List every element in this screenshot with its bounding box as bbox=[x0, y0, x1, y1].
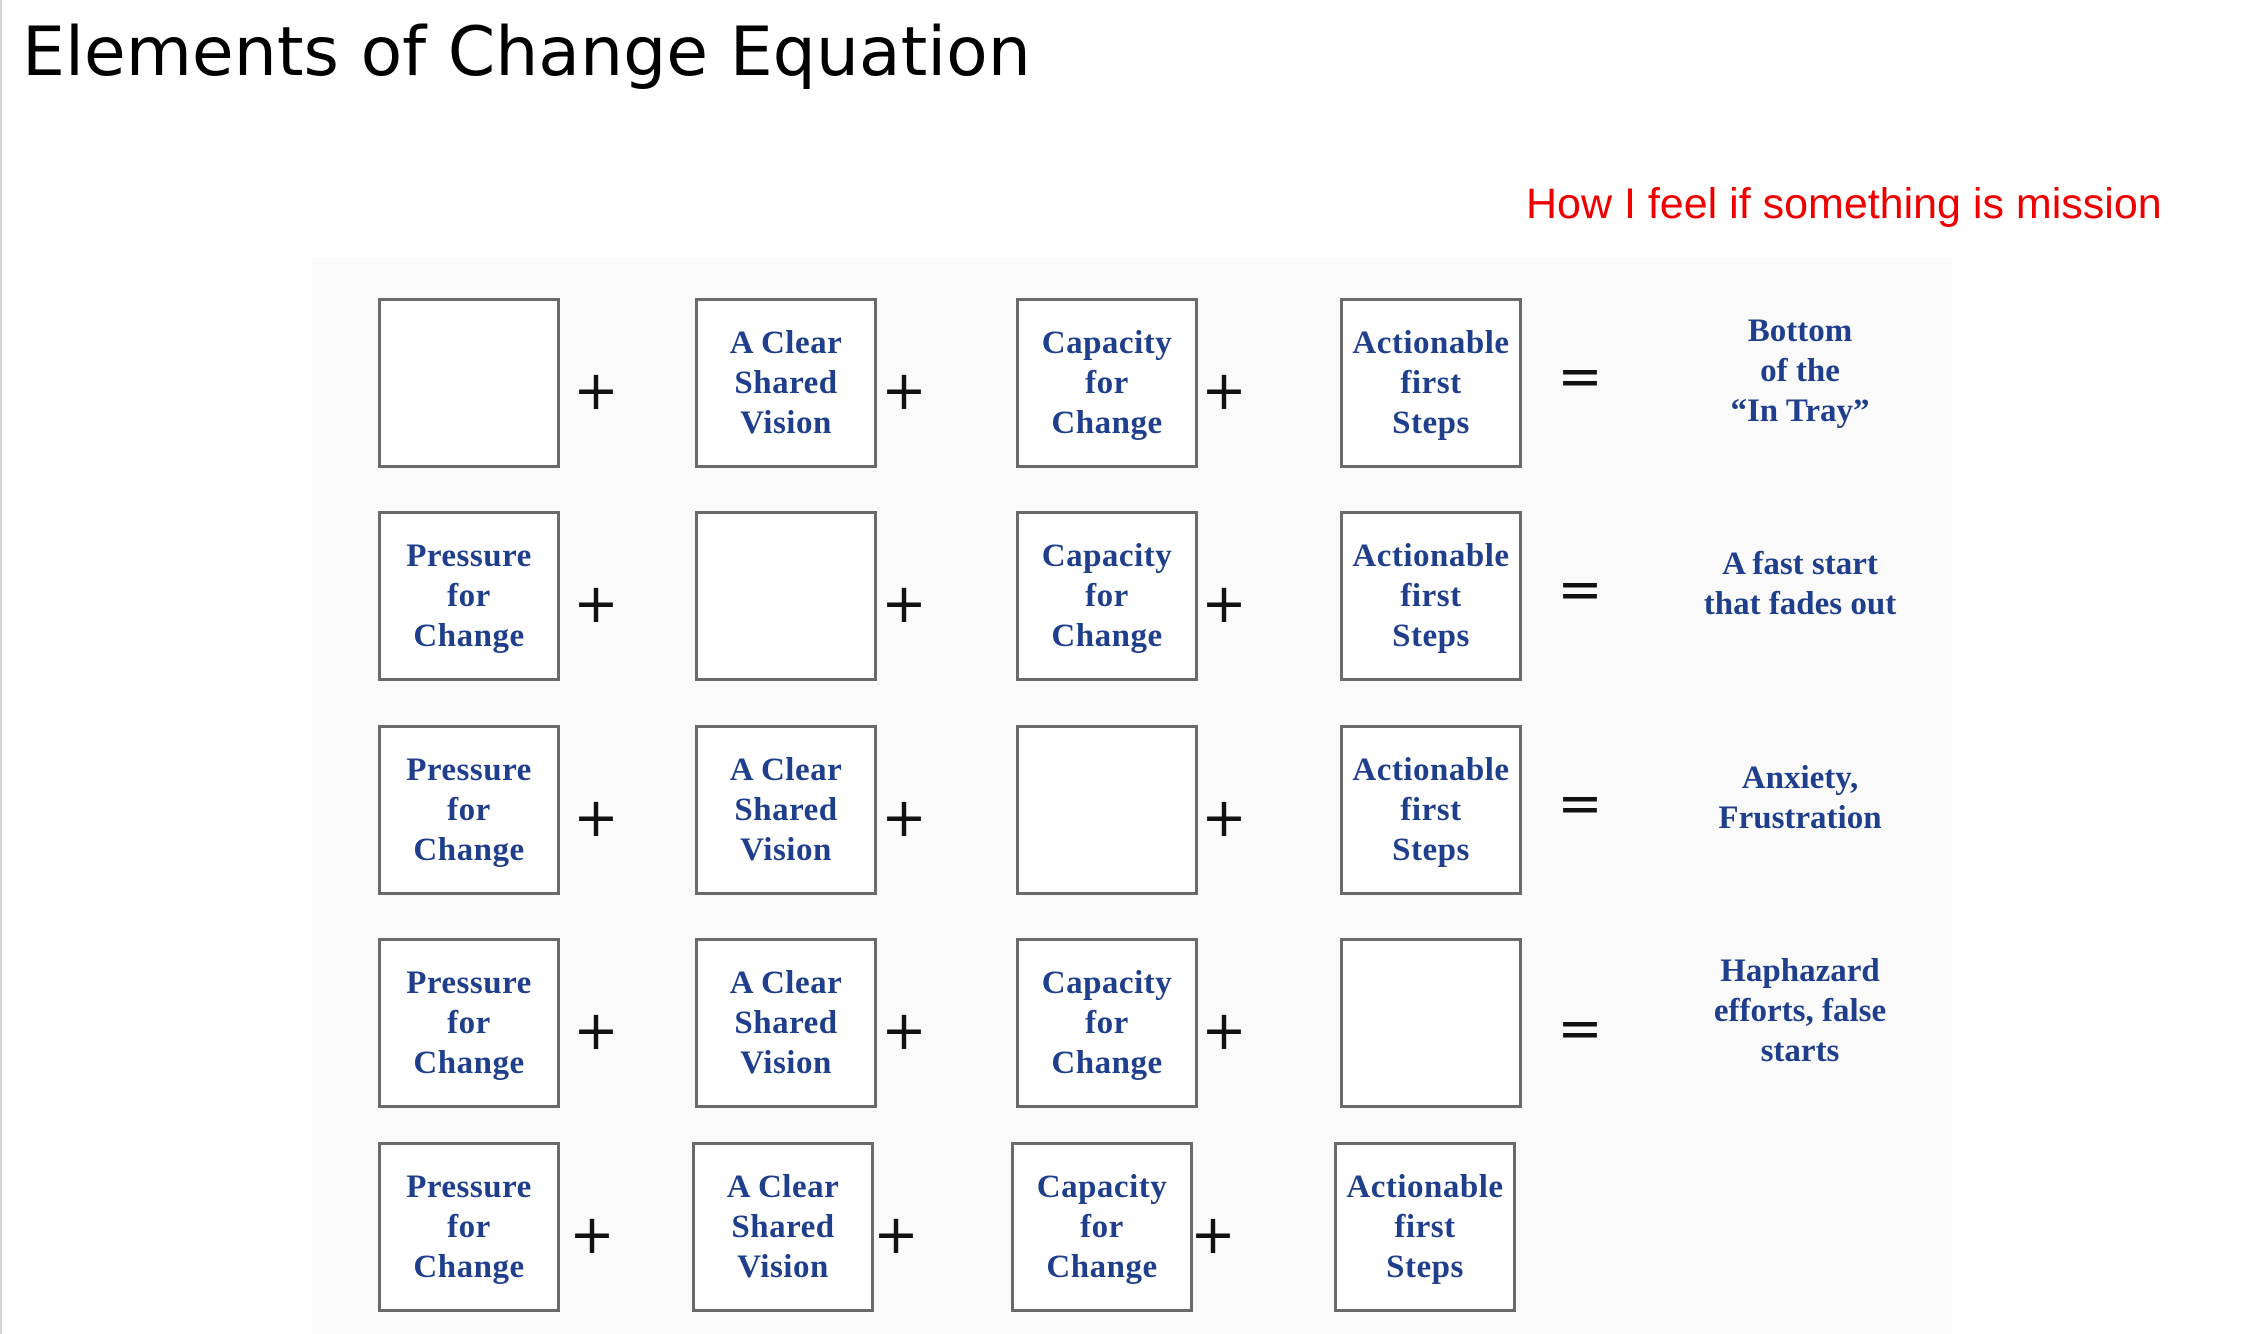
plus-operator: + bbox=[1201, 359, 1247, 422]
plus-operator: + bbox=[569, 1203, 615, 1266]
element-label: A Clear Shared Vision bbox=[726, 1169, 840, 1285]
element-box-steps: Actionable first Steps bbox=[1334, 1142, 1516, 1312]
equals-operator: = bbox=[1557, 558, 1603, 621]
element-box-capacity: Capacity for Change bbox=[1016, 938, 1198, 1108]
element-box-vision: A Clear Shared Vision bbox=[695, 725, 877, 895]
element-box-vision: A Clear Shared Vision bbox=[692, 1142, 874, 1312]
slide-title: Elements of Change Equation bbox=[22, 13, 1031, 92]
element-label: Actionable first Steps bbox=[1346, 1169, 1504, 1285]
plus-operator: + bbox=[881, 572, 927, 635]
element-box-capacity: Capacity for Change bbox=[1011, 1142, 1193, 1312]
plus-operator: + bbox=[573, 572, 619, 635]
equation-result: Haphazard efforts, false starts bbox=[1713, 953, 1887, 1069]
element-label: Pressure for Change bbox=[406, 965, 532, 1081]
element-label: A Clear Shared Vision bbox=[729, 965, 843, 1081]
plus-operator: + bbox=[881, 999, 927, 1062]
equation-result: A fast start that fades out bbox=[1703, 546, 1897, 622]
empty-element-box bbox=[695, 511, 877, 681]
plus-operator: + bbox=[1201, 786, 1247, 849]
element-box-pressure: Pressure for Change bbox=[378, 725, 560, 895]
plus-operator: + bbox=[573, 359, 619, 422]
equals-operator: = bbox=[1557, 997, 1603, 1060]
plus-operator: + bbox=[881, 359, 927, 422]
element-box-vision: A Clear Shared Vision bbox=[695, 938, 877, 1108]
element-box-steps: Actionable first Steps bbox=[1340, 725, 1522, 895]
element-label: Pressure for Change bbox=[406, 538, 532, 654]
plus-operator: + bbox=[881, 786, 927, 849]
plus-operator: + bbox=[573, 786, 619, 849]
element-box-steps: Actionable first Steps bbox=[1340, 298, 1522, 468]
plus-operator: + bbox=[1201, 999, 1247, 1062]
empty-element-box bbox=[1340, 938, 1522, 1108]
plus-operator: + bbox=[1190, 1203, 1236, 1266]
element-box-pressure: Pressure for Change bbox=[378, 1142, 560, 1312]
equation-result: Anxiety, Frustration bbox=[1718, 760, 1882, 836]
equals-operator: = bbox=[1557, 772, 1603, 835]
element-label: A Clear Shared Vision bbox=[729, 325, 843, 441]
element-label: Capacity for Change bbox=[1036, 1169, 1168, 1285]
element-label: Actionable first Steps bbox=[1352, 538, 1510, 654]
slide-left-border bbox=[0, 0, 2, 1334]
annotation-note: How I feel if something is mission bbox=[1526, 180, 2162, 228]
equation-result: Bottom of the “In Tray” bbox=[1730, 313, 1870, 429]
plus-operator: + bbox=[573, 999, 619, 1062]
empty-element-box bbox=[378, 298, 560, 468]
element-label: Actionable first Steps bbox=[1352, 325, 1510, 441]
element-label: Pressure for Change bbox=[406, 1169, 532, 1285]
element-box-vision: A Clear Shared Vision bbox=[695, 298, 877, 468]
element-box-pressure: Pressure for Change bbox=[378, 938, 560, 1108]
element-label: Actionable first Steps bbox=[1352, 752, 1510, 868]
plus-operator: + bbox=[1201, 572, 1247, 635]
equals-operator: = bbox=[1557, 345, 1603, 408]
element-label: Pressure for Change bbox=[406, 752, 532, 868]
element-label: Capacity for Change bbox=[1041, 538, 1173, 654]
element-label: Capacity for Change bbox=[1041, 325, 1173, 441]
element-label: A Clear Shared Vision bbox=[729, 752, 843, 868]
element-box-capacity: Capacity for Change bbox=[1016, 511, 1198, 681]
empty-element-box bbox=[1016, 725, 1198, 895]
element-box-steps: Actionable first Steps bbox=[1340, 511, 1522, 681]
element-box-pressure: Pressure for Change bbox=[378, 511, 560, 681]
plus-operator: + bbox=[873, 1203, 919, 1266]
element-box-capacity: Capacity for Change bbox=[1016, 298, 1198, 468]
element-label: Capacity for Change bbox=[1041, 965, 1173, 1081]
